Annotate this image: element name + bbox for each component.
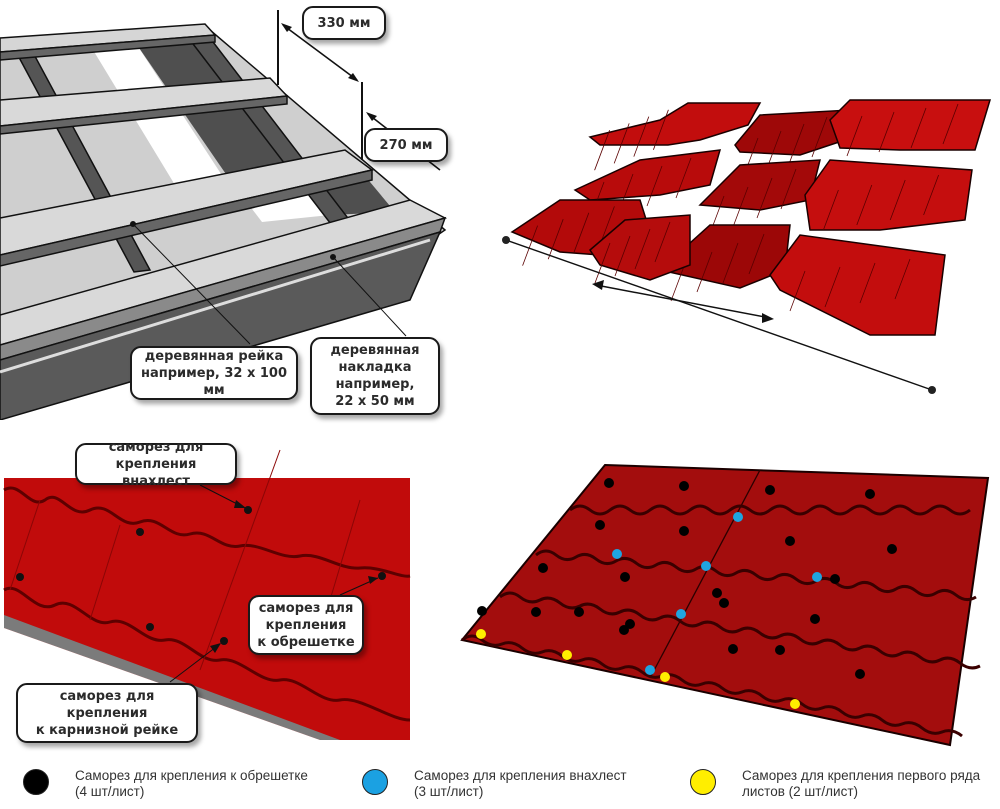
screw-black-icon <box>712 588 722 598</box>
screw-black-icon <box>830 574 840 584</box>
screw-black-icon <box>775 645 785 655</box>
legend-count: листов (2 шт/лист) <box>742 784 858 799</box>
screw-blue-icon <box>676 609 686 619</box>
label-wooden-batten: деревянная рейка например, 32 x 100 мм <box>130 346 298 400</box>
label-line: саморез для <box>108 439 204 455</box>
screw-blue-icon <box>733 512 743 522</box>
screw-black-icon <box>810 614 820 624</box>
screw-black-icon <box>765 485 775 495</box>
screw-black-icon <box>625 619 635 629</box>
tile-sheet <box>829 99 992 151</box>
dimension-label-270: 270 мм <box>364 128 448 162</box>
screw-black-icon <box>855 669 865 679</box>
screw-yellow-icon <box>476 629 486 639</box>
label-line: саморез для <box>258 600 354 616</box>
label-line: накладка <box>338 360 412 375</box>
screw-black-icon <box>477 606 487 616</box>
screw-blue-icon <box>645 665 655 675</box>
label-overlap-screw: саморез для крепления внахлест <box>75 440 237 489</box>
fascia-board <box>0 230 442 420</box>
double-arrow-icon <box>592 280 774 323</box>
screw-black-icon <box>679 526 689 536</box>
blue-dot-icon <box>362 769 388 795</box>
legend-text: Саморез для крепления первого ряда <box>742 768 981 783</box>
tile-sheet <box>588 102 762 146</box>
screw-blue-icon <box>612 549 622 559</box>
tile-sheet <box>769 234 946 336</box>
legend-count: (4 шт/лист) <box>75 784 145 799</box>
screw-blue-icon <box>812 572 822 582</box>
screw-black-icon <box>728 644 738 654</box>
label-wooden-overlay: деревянная накладка например, 22 x 50 мм <box>310 337 440 415</box>
screw-black-icon <box>574 607 584 617</box>
legend-item-first-row-screw: Саморез для крепления первого ряда листо… <box>690 768 980 800</box>
batten-diagram <box>0 10 448 420</box>
screw-black-icon <box>679 481 689 491</box>
legend-item-overlap-screw: Саморез для крепления внахлест (3 шт/лис… <box>362 768 627 800</box>
screw-black-icon <box>865 489 875 499</box>
label-line: крепления внахлест <box>115 456 197 489</box>
dimension-text: 270 мм <box>379 137 433 153</box>
label-line: деревянная рейка <box>144 348 284 364</box>
label-line: например, <box>335 377 415 392</box>
label-batten-screw: саморез для крепления к обрешетке <box>248 595 364 655</box>
tile-sheet <box>589 214 691 281</box>
laying-order-diagram <box>502 99 992 394</box>
eaves-line <box>505 239 933 391</box>
dimension-arrow-330 <box>282 24 358 81</box>
eaves-strip <box>4 615 340 740</box>
label-eaves-screw: саморез для крепления к карнизной рейке <box>16 683 198 743</box>
legend-text: Саморез для крепления к обрешетке <box>75 768 308 783</box>
screw-black-icon <box>719 598 729 608</box>
dimension-label-330: 330 мм <box>302 6 386 40</box>
legend-count: (3 шт/лист) <box>414 784 484 799</box>
label-line: к обрешетке <box>257 634 355 650</box>
screw-yellow-icon <box>562 650 572 660</box>
tile-sheet <box>658 224 791 289</box>
label-line: 22 x 50 мм <box>335 394 415 409</box>
yellow-dot-icon <box>690 769 716 795</box>
screw-black-icon <box>604 478 614 488</box>
screw-black-icon <box>785 536 795 546</box>
screw-yellow-icon <box>790 699 800 709</box>
label-line: к карнизной рейке <box>35 722 179 738</box>
label-line: крепления <box>66 705 148 721</box>
screw-yellow-icon <box>660 672 670 682</box>
screw-black-icon <box>620 572 630 582</box>
screw-black-icon <box>887 544 897 554</box>
label-line: саморез для <box>59 688 155 704</box>
legend-text: Саморез для крепления внахлест <box>414 768 627 783</box>
screw-black-icon <box>595 520 605 530</box>
black-dot-icon <box>23 769 49 795</box>
screw-blue-icon <box>701 561 711 571</box>
screw-black-icon <box>538 563 548 573</box>
label-line: например, 32 x 100 мм <box>140 365 288 398</box>
legend-item-batten-screw: Саморез для крепления к обрешетке (4 шт/… <box>23 768 308 800</box>
label-line: крепления <box>265 617 347 633</box>
screw-black-icon <box>531 607 541 617</box>
label-line: деревянная <box>330 343 420 358</box>
dimension-text: 330 мм <box>317 15 371 31</box>
tile-sheet <box>804 159 973 231</box>
